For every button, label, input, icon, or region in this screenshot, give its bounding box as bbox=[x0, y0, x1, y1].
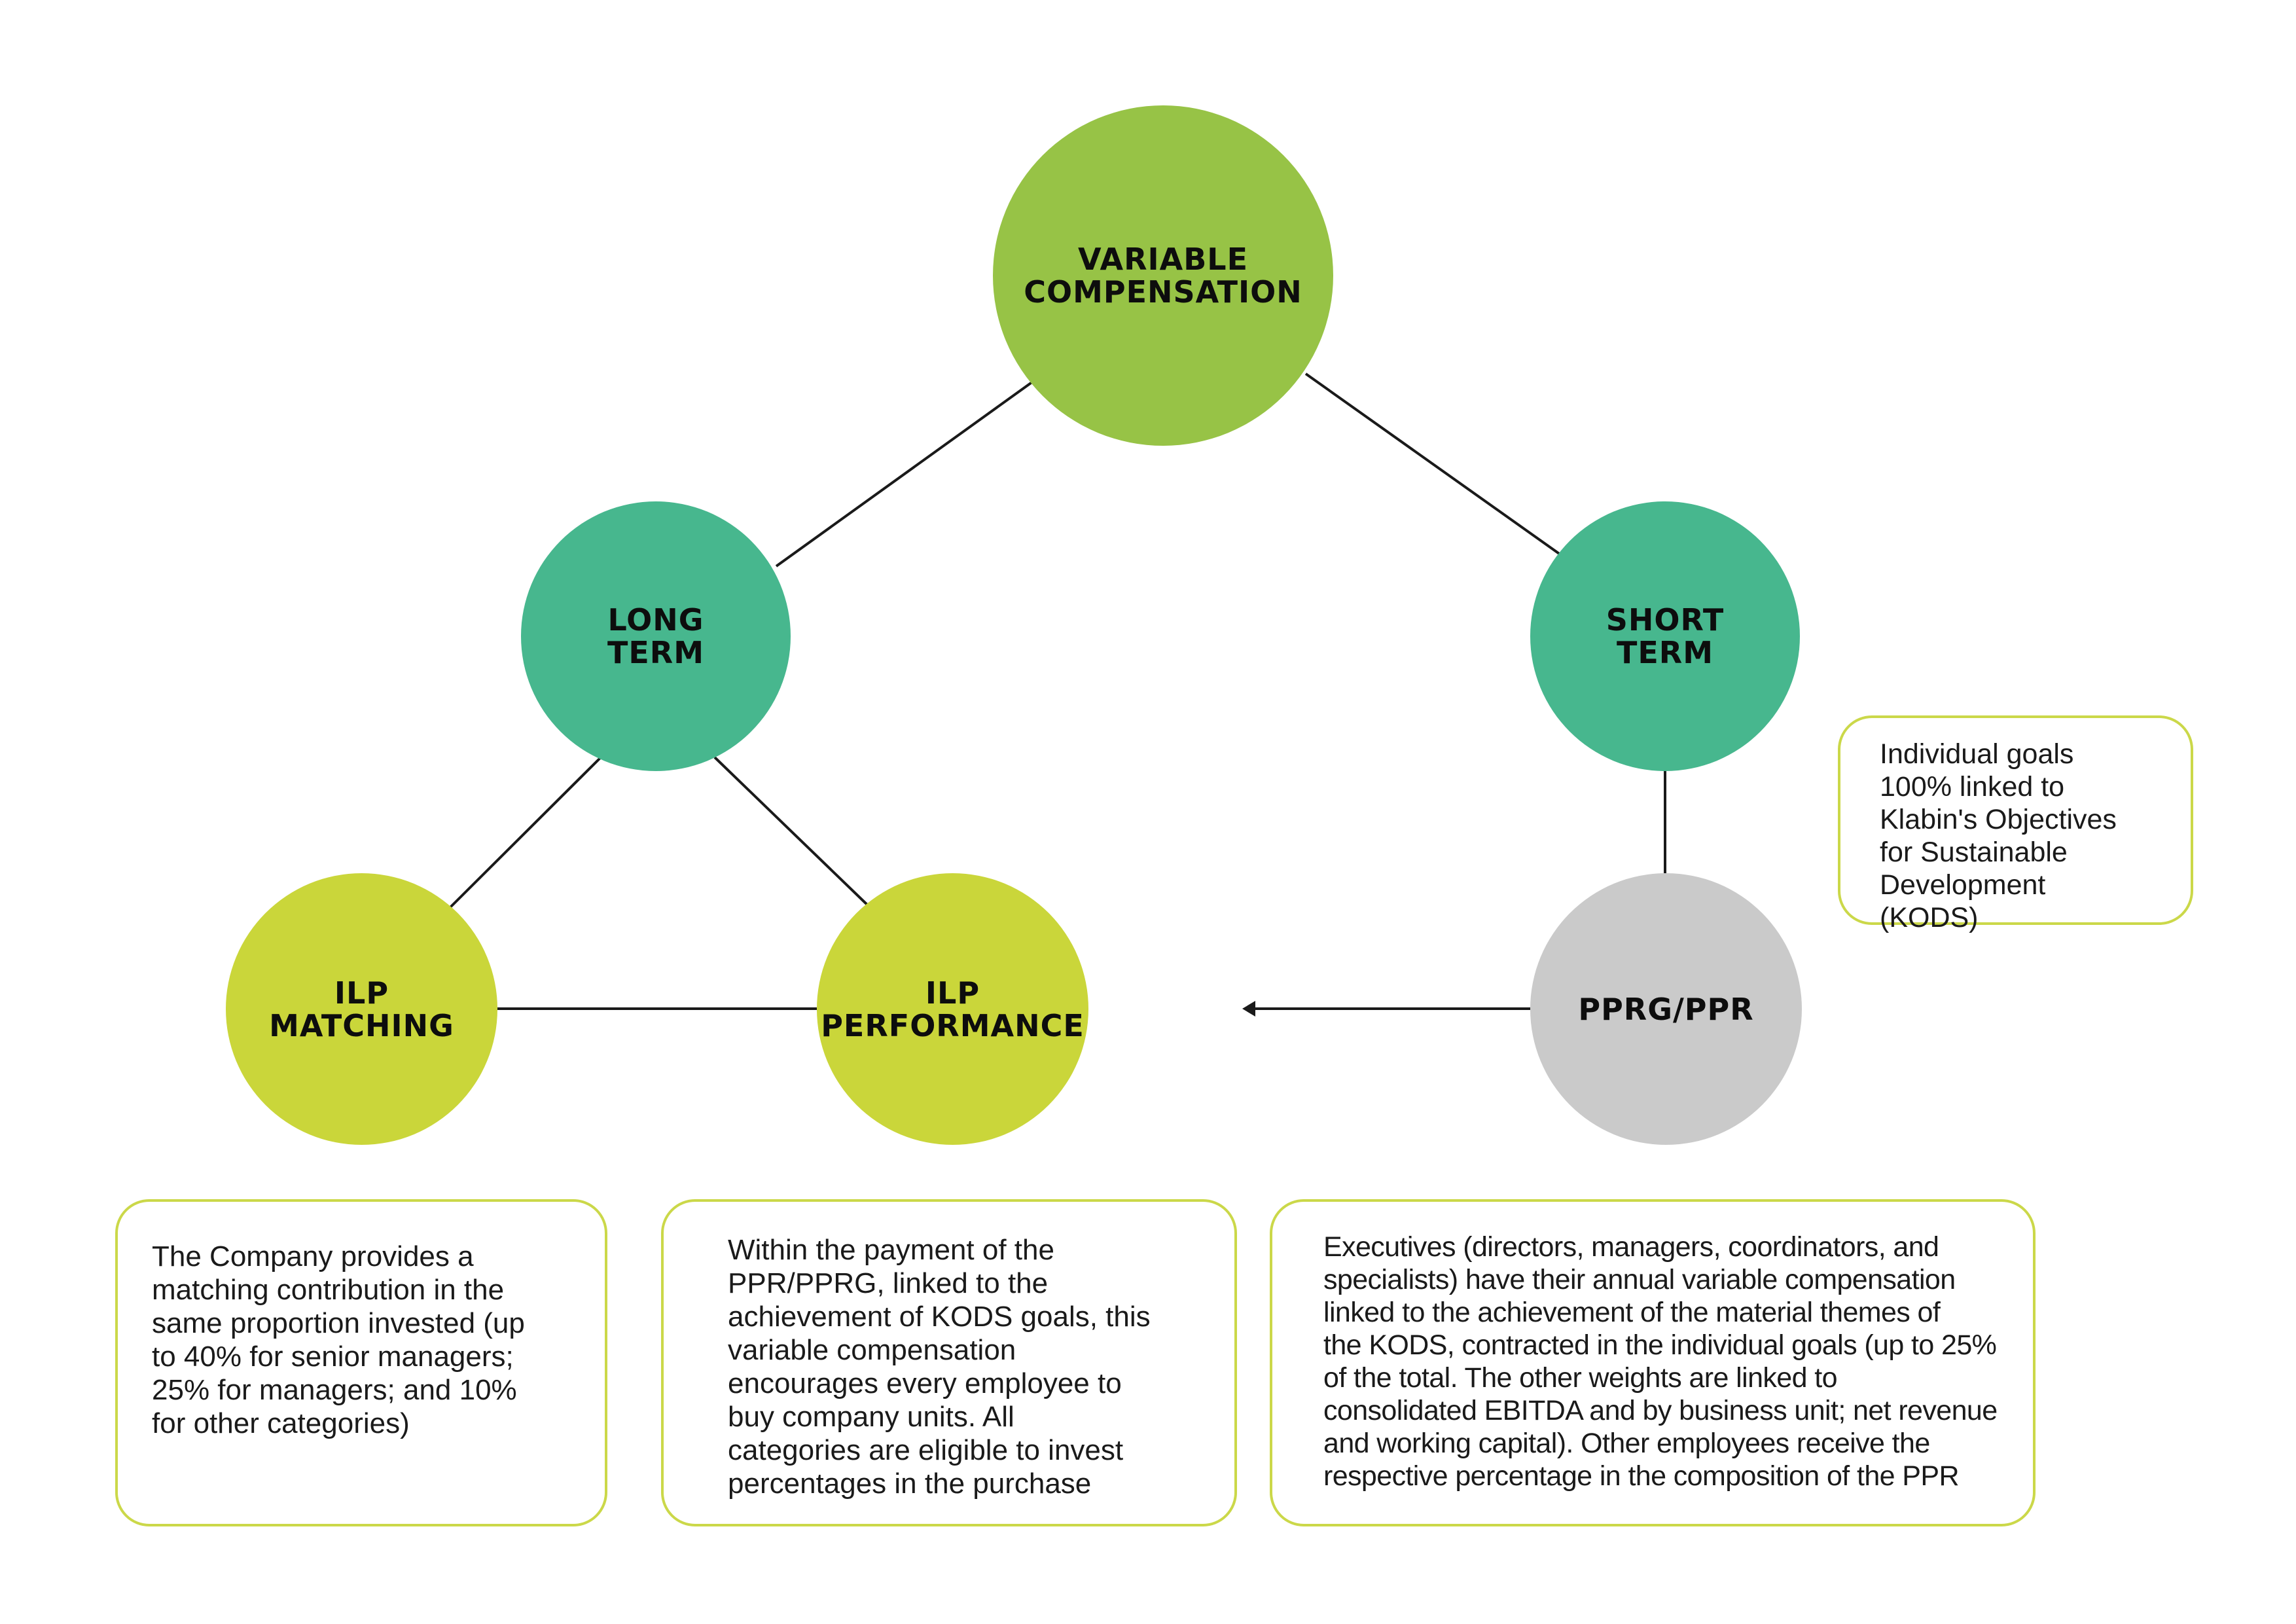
long-term-label: LONG TERM bbox=[607, 602, 704, 670]
variable-compensation-node: VARIABLE COMPENSATION bbox=[993, 105, 1333, 446]
ilp-performance-description-box: Within the payment of the PPR/PPRG, link… bbox=[661, 1199, 1237, 1526]
ilp-performance-label: ILP PERFORMANCE bbox=[821, 975, 1085, 1043]
individual-goals-text: Individual goals 100% linked to Klabin's… bbox=[1880, 738, 2117, 933]
individual-goals-box: Individual goals 100% linked to Klabin's… bbox=[1838, 715, 2193, 933]
pprg-ppr-node: PPRG/PPR bbox=[1530, 873, 1802, 1145]
line-variable-to-long-term bbox=[775, 380, 1034, 568]
ilp-matching-node: ILP MATCHING bbox=[226, 873, 497, 1145]
pprg-description: Executives (directors, managers, coordin… bbox=[1323, 1231, 1998, 1492]
ilp-performance-node: ILP PERFORMANCE bbox=[817, 873, 1088, 1145]
variable-compensation-label: VARIABLE COMPENSATION bbox=[1024, 242, 1302, 310]
ilp-performance-description: Within the payment of the PPR/PPRG, link… bbox=[728, 1234, 1151, 1500]
ilp-matching-label: ILP MATCHING bbox=[269, 975, 454, 1043]
line-long-term-to-ilp-performance bbox=[713, 756, 871, 909]
line-variable-to-short-term bbox=[1304, 372, 1564, 558]
ilp-matching-description: The Company provides a matching contribu… bbox=[152, 1240, 525, 1439]
long-term-node: LONG TERM bbox=[521, 501, 791, 771]
arrowhead-icon bbox=[1242, 1001, 1255, 1017]
ilp-matching-description-box: The Company provides a matching contribu… bbox=[115, 1199, 607, 1526]
short-term-label: SHORT TERM bbox=[1605, 602, 1725, 670]
line-long-term-to-ilp-matching bbox=[449, 756, 602, 909]
pprg-ppr-label: PPRG/PPR bbox=[1578, 991, 1754, 1027]
pprg-description-box: Executives (directors, managers, coordin… bbox=[1270, 1199, 2036, 1526]
short-term-node: SHORT TERM bbox=[1530, 501, 1800, 771]
